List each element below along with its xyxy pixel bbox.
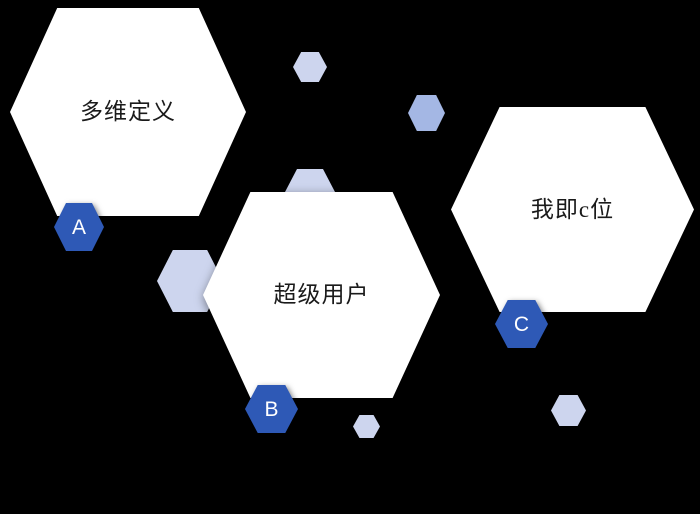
hexagon-shape: B <box>245 385 298 433</box>
decor-hexagon-bottom-small <box>353 415 380 438</box>
hexagon-shape: C <box>495 300 548 348</box>
badge-letter: C <box>513 312 530 336</box>
hexagon-shape: 超级用户 <box>203 192 440 398</box>
hexagon-shape <box>353 415 380 438</box>
hexagon-card-cposition: 我即c位 <box>451 107 694 312</box>
hexagon-shape: A <box>54 203 104 251</box>
hexagon-shape: 我即c位 <box>451 107 694 312</box>
hexagon-shape <box>551 395 586 426</box>
badge-c: C <box>495 300 548 348</box>
hexagon-shape <box>293 52 327 82</box>
badge-letter: B <box>264 397 279 421</box>
decor-hexagon-bottom-right <box>551 395 586 426</box>
hexagon-shape <box>408 95 445 131</box>
hexagon-card-superuser: 超级用户 <box>203 192 440 398</box>
hexagon-card-label: 超级用户 <box>273 282 370 307</box>
hexagon-card-multidimensional: 多维定义 <box>10 8 246 216</box>
badge-letter: A <box>71 215 86 239</box>
hexagon-card-label: 我即c位 <box>530 196 615 222</box>
badge-a: A <box>54 203 104 251</box>
hexagon-card-label: 多维定义 <box>80 99 176 124</box>
decor-hexagon-medium <box>408 95 445 131</box>
decor-hexagon-top <box>293 52 327 82</box>
hexagon-shape: 多维定义 <box>10 8 246 216</box>
badge-b: B <box>245 385 298 433</box>
